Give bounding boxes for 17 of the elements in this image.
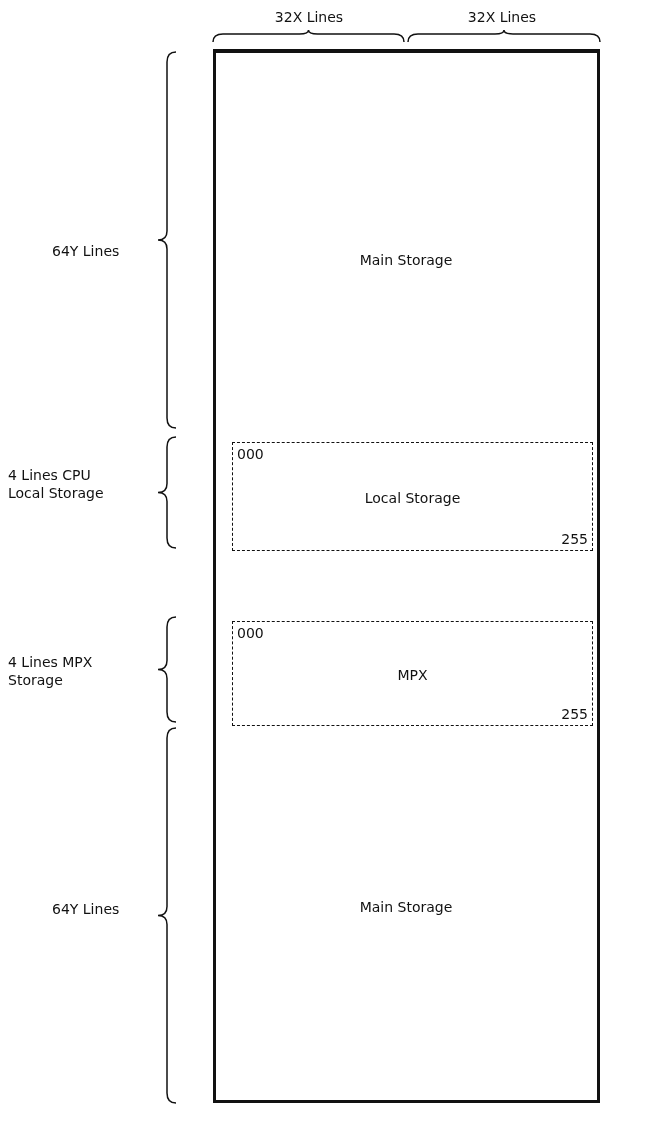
address-label: 000 (237, 624, 264, 642)
dimension-label: 4 Lines CPU Local Storage (8, 466, 105, 502)
dimension-label: 64Y Lines (52, 900, 121, 918)
storage-label: MPX (396, 665, 429, 684)
dimension-label: 64Y Lines (52, 242, 121, 260)
dimension-label: 4 Lines MPX Storage (8, 653, 94, 689)
storage-label: Main Storage (358, 251, 454, 269)
memory-box (213, 49, 600, 1103)
storage-label: Main Storage (358, 898, 454, 916)
address-label: 000 (237, 445, 264, 463)
storage-label: Local Storage (363, 488, 462, 507)
address-label: 255 (561, 705, 588, 723)
storage-area-box (232, 621, 593, 726)
storage-area-box (232, 442, 593, 551)
dimension-label: 32X Lines (273, 8, 345, 26)
dimension-label: 32X Lines (466, 8, 538, 26)
address-label: 255 (561, 530, 588, 548)
